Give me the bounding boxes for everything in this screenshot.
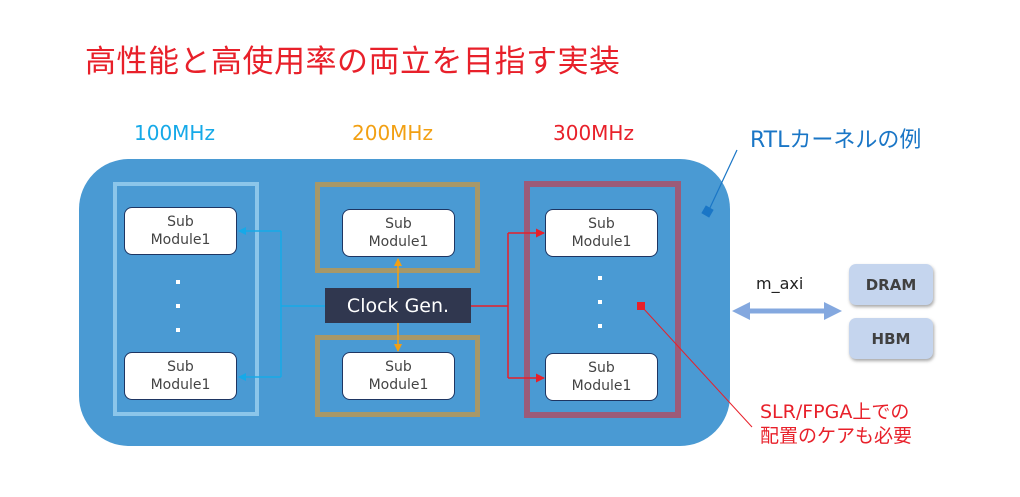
submodule-label: Sub (385, 216, 412, 232)
clock-wire-300mhz (471, 228, 545, 383)
clock-wire-100mhz (238, 227, 325, 381)
callout-leader (701, 149, 738, 218)
submodule-label: Sub (385, 359, 412, 375)
submodule-label: Module1 (368, 377, 429, 393)
submodule-300-top: Sub Module1 (545, 209, 658, 257)
submodule-label: Sub (588, 360, 615, 376)
freq-label-100mhz: 100MHz (134, 121, 215, 145)
submodule-200-bottom: Sub Module1 (342, 352, 455, 400)
submodule-100-bottom: Sub Module1 (124, 352, 237, 400)
submodule-label: Module1 (571, 234, 632, 250)
submodule-100-top: Sub Module1 (124, 207, 237, 255)
submodule-label: Module1 (368, 234, 429, 250)
ellipsis-dot (176, 304, 180, 308)
m-axi-arrow (732, 302, 842, 320)
memory-dram: DRAM (849, 264, 933, 305)
submodule-300-bottom: Sub Module1 (545, 353, 658, 401)
memory-hbm: HBM (849, 318, 933, 359)
submodule-label: Module1 (571, 378, 632, 394)
clock-domain-300mhz (524, 181, 681, 418)
submodule-200-top: Sub Module1 (342, 209, 455, 257)
submodule-label: Module1 (150, 232, 211, 248)
placement-note: SLR/FPGA上での 配置のケアも必要 (760, 400, 912, 448)
submodule-label: Sub (167, 214, 194, 230)
ellipsis-dot (598, 324, 602, 328)
memory-label: HBM (871, 329, 911, 348)
memory-label: DRAM (865, 275, 917, 294)
ellipsis-dot (176, 328, 180, 332)
ellipsis-dot (598, 300, 602, 304)
note-leader (637, 302, 753, 428)
rtl-kernel-callout: RTLカーネルの例 (750, 128, 922, 153)
submodule-label: Sub (588, 216, 615, 232)
freq-label-300mhz: 300MHz (553, 121, 634, 145)
ellipsis-dot (176, 280, 180, 284)
m-axi-label: m_axi (756, 274, 804, 293)
freq-label-200mhz: 200MHz (352, 121, 433, 145)
note-line: SLR/FPGA上での (760, 401, 910, 423)
note-line: 配置のケアも必要 (760, 425, 913, 447)
clock-domain-100mhz (113, 182, 259, 416)
submodule-label: Sub (167, 359, 194, 375)
clock-gen-block: Clock Gen. (325, 288, 471, 323)
submodule-label: Module1 (150, 377, 211, 393)
slide-title: 高性能と高使用率の両立を目指す実装 (85, 44, 621, 80)
ellipsis-dot (598, 276, 602, 280)
